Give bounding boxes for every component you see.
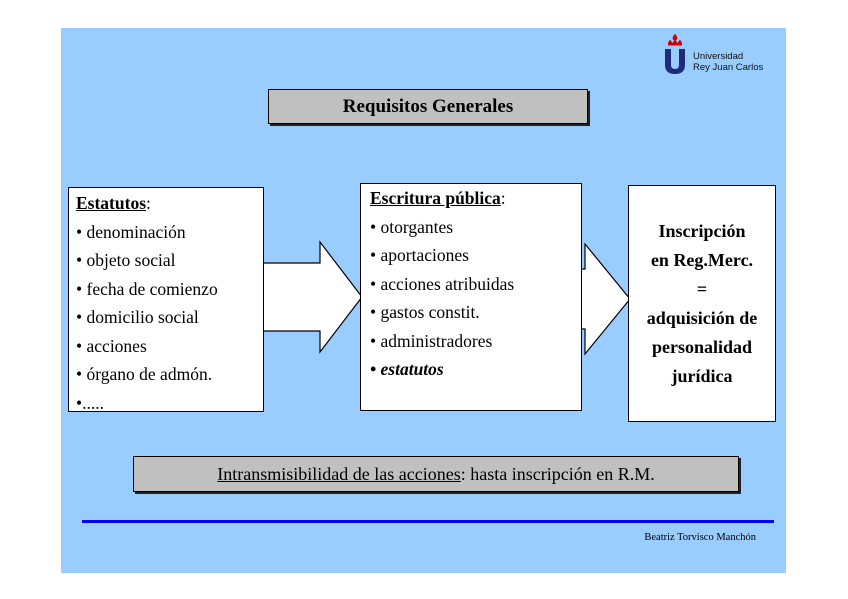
deed-heading-colon: :	[500, 188, 506, 208]
list-item: objeto social	[76, 246, 263, 275]
registration-line: personalidad	[651, 336, 753, 357]
slide-title: Requisitos Generales	[268, 89, 588, 124]
footer-divider	[82, 520, 774, 523]
registration-box: Inscripción en Reg.Merc. = adquisición d…	[628, 185, 776, 422]
transfer-note-lead: Intransmisibilidad de las acciones	[217, 463, 461, 484]
list-item: administradores	[370, 327, 581, 356]
deed-box: Escritura pública: otorgantes aportacion…	[360, 183, 582, 411]
list-item-emphasized: estatutos	[370, 355, 581, 384]
university-logo: Universidad Rey Juan Carlos	[662, 34, 784, 80]
list-item: acciones	[76, 332, 263, 361]
registration-line: =	[696, 278, 708, 299]
list-item: domicilio social	[76, 303, 263, 332]
statutes-heading-colon: :	[146, 193, 151, 213]
logo-line-1: Universidad	[693, 51, 744, 62]
deed-list: otorgantes aportaciones acciones atribui…	[370, 213, 581, 384]
transfer-note-rest: : hasta inscripción en R.M.	[460, 463, 655, 484]
list-item: órgano de admón.	[76, 360, 263, 389]
slide-title-text: Requisitos Generales	[342, 95, 514, 117]
arrow-deed-to-registration	[579, 242, 631, 356]
logo-line-2: Rey Juan Carlos	[693, 62, 764, 73]
registration-line: jurídica	[671, 365, 733, 386]
transfer-note: Intransmisibilidad de las acciones: hast…	[133, 456, 739, 492]
deed-heading-text: Escritura pública	[370, 188, 501, 208]
university-crest-icon	[665, 34, 685, 74]
list-item: .....	[76, 389, 263, 418]
list-item: acciones atribuidas	[370, 270, 581, 299]
arrow-statutes-to-deed	[261, 240, 363, 354]
list-item: gastos constit.	[370, 298, 581, 327]
list-item: aportaciones	[370, 241, 581, 270]
registration-line: en Reg.Merc.	[650, 249, 754, 270]
registration-line: adquisición de	[646, 307, 758, 328]
deed-heading: Escritura pública:	[370, 184, 581, 213]
statutes-heading: Estatutos:	[76, 189, 263, 218]
statutes-box: Estatutos: denominación objeto social fe…	[68, 187, 264, 413]
registration-line: Inscripción	[658, 220, 746, 241]
list-item: denominación	[76, 218, 263, 247]
author-credit: Beatriz Torvisco Manchón	[644, 532, 756, 543]
statutes-list: denominación objeto social fecha de comi…	[76, 218, 263, 418]
logo-text: Universidad Rey Juan Carlos	[693, 51, 763, 73]
list-item: otorgantes	[370, 213, 581, 242]
statutes-heading-text: Estatutos	[76, 193, 147, 213]
list-item: fecha de comienzo	[76, 275, 263, 304]
